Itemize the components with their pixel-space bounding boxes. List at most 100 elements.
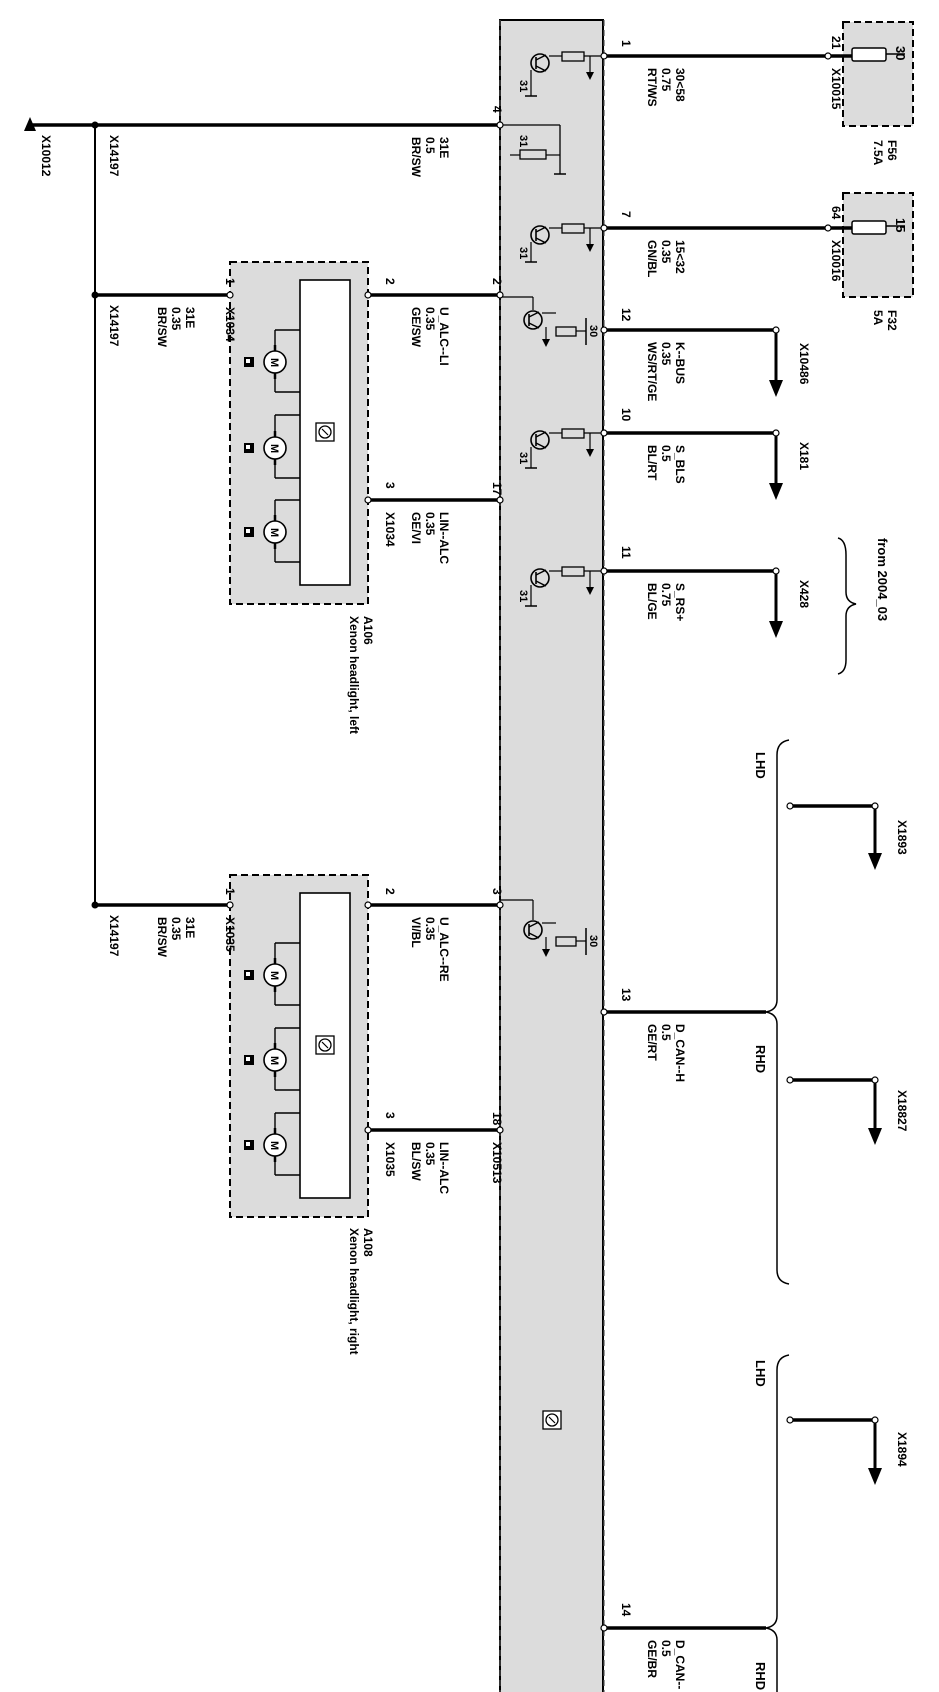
driver-pin3: 30 [500, 899, 599, 957]
fuse-f32-box [828, 192, 914, 298]
svg-text:0.5: 0.5 [659, 1024, 673, 1041]
svg-text:RT/WS: RT/WS [645, 68, 659, 107]
label-pin13: D_CAN--H 0.5 GE/RT [645, 1024, 687, 1082]
svg-text:31: 31 [517, 247, 529, 259]
svg-text:30: 30 [587, 325, 599, 337]
svg-text:GE/VI: GE/VI [409, 512, 423, 544]
svg-text:0.5: 0.5 [659, 1640, 673, 1657]
svg-text:GE/BR: GE/BR [645, 1640, 659, 1678]
svg-text:0.35: 0.35 [169, 307, 183, 331]
svg-text:0.35: 0.35 [423, 512, 437, 536]
label-pin14: D_CAN-- 0.5 GE/BR [645, 1640, 687, 1689]
driver-pin11: 31 [517, 566, 604, 607]
svg-text:0.35: 0.35 [423, 1142, 437, 1166]
svg-text:WS/RT/GE: WS/RT/GE [645, 342, 659, 401]
svg-text:0.35: 0.35 [169, 917, 183, 941]
control-module-box [499, 19, 604, 1692]
pin-11-number: 11 [619, 546, 633, 559]
bracket-lhd-rhd-2 [765, 1354, 790, 1692]
dest-bls: X181 [797, 442, 811, 470]
hl-right-pin3: 3 [383, 1112, 397, 1119]
lhd-label-1: LHD [753, 752, 768, 779]
svg-text:31E: 31E [183, 917, 197, 938]
headlight-right-unit [229, 874, 369, 1218]
lhd-label-2: LHD [753, 1360, 768, 1387]
ground-connector: X10012 [39, 135, 53, 177]
dest-lhd2: X1894 [895, 1432, 909, 1467]
svg-text:0.35: 0.35 [423, 307, 437, 331]
branch-rhd1 [790, 1078, 882, 1145]
svg-text:BR/SW: BR/SW [409, 137, 423, 178]
fuse-f32-connector: X10016 [829, 240, 843, 282]
svg-text:BR/SW: BR/SW [155, 307, 169, 348]
svg-text:31: 31 [517, 452, 529, 464]
svg-text:K--BUS: K--BUS [673, 342, 687, 384]
pin-18-number: 18 [490, 1112, 504, 1126]
svg-text:BL/SW: BL/SW [409, 1142, 423, 1181]
branch-lhd1 [790, 804, 882, 870]
arrow-bls [769, 433, 783, 500]
svg-text:30: 30 [587, 935, 599, 947]
fuse-f56-name: F56 [885, 140, 899, 161]
motor-labels: M M M M M M [268, 358, 280, 1150]
svg-text:0.35: 0.35 [659, 240, 673, 264]
svg-text:GE/RT: GE/RT [645, 1024, 659, 1061]
hl-right-connector-b: X1035 [383, 1142, 397, 1177]
label-lin-left: LIN--ALC 0.35 GE/VI [409, 512, 451, 564]
fuse-f56-rating: 7.5A [871, 140, 885, 166]
hl-left-name: Xenon headlight, left [347, 616, 361, 734]
svg-text:U_ALC--LI: U_ALC--LI [437, 307, 451, 366]
fuse-f56-terminal: 30 [893, 46, 908, 60]
pin-13-number: 13 [619, 988, 633, 1002]
splice-mid: X14197 [107, 305, 121, 347]
svg-text:LIN--ALC: LIN--ALC [437, 1142, 451, 1194]
label-alc-re: U_ALC--RE 0.35 VI/BL [409, 917, 451, 982]
svg-text:M: M [268, 444, 280, 453]
svg-text:D_CAN--H: D_CAN--H [673, 1024, 687, 1082]
hl-left-pin3: 3 [383, 482, 397, 489]
dest-kbus: X10486 [797, 343, 811, 385]
hl-left-pin2: 2 [383, 278, 397, 285]
svg-text:GE/SW: GE/SW [409, 307, 423, 348]
svg-text:0.75: 0.75 [659, 68, 673, 92]
driver-pin2: 30 [500, 296, 599, 347]
svg-text:M: M [268, 1141, 280, 1150]
svg-text:BR/SW: BR/SW [155, 917, 169, 958]
pin-7-number: 7 [619, 211, 633, 218]
label-gnd-right: 31E 0.35 BR/SW [155, 917, 197, 958]
label-pin1: 30<58 0.75 RT/WS [645, 68, 687, 107]
arrow-kbus [769, 330, 783, 397]
pin-1-number: 1 [619, 40, 633, 47]
label-alc-li: U_ALC--LI 0.35 GE/SW [409, 307, 451, 366]
label-pin7: 15<32 0.35 GN/BL [645, 240, 687, 277]
hl-right-connector-a: X1035 [223, 917, 237, 952]
svg-text:VI/BL: VI/BL [409, 917, 423, 948]
svg-text:31: 31 [517, 135, 529, 147]
rhd-label-2: RHD [753, 1662, 768, 1690]
svg-text:M: M [268, 528, 280, 537]
driver-pin4: 31 [500, 124, 566, 175]
ground-31-label: 31 [517, 80, 529, 92]
svg-text:0.5: 0.5 [423, 137, 437, 154]
hl-right-pin1: 1 [223, 888, 237, 895]
label-pin4: 31E 0.5 BR/SW [409, 137, 451, 178]
svg-text:LIN--ALC: LIN--ALC [437, 512, 451, 564]
pin-10-number: 10 [619, 408, 633, 422]
fuse-f32-name: F32 [885, 310, 899, 331]
pin-12-number: 12 [619, 308, 633, 322]
hl-right-pin2: 2 [383, 888, 397, 895]
fuse-f56-pin: 21 [829, 36, 843, 50]
svg-text:31E: 31E [183, 307, 197, 328]
hl-left-connector-a: X1034 [223, 307, 237, 342]
pin-4-number: 4 [490, 106, 504, 113]
hl-left-id: A106 [361, 616, 375, 645]
svg-text:U_ALC--RE: U_ALC--RE [437, 917, 451, 982]
hl-right-name: Xenon headlight, right [347, 1228, 361, 1355]
fuse-f32-terminal: 15 [893, 218, 908, 232]
label-lin-right: LIN--ALC 0.35 BL/SW [409, 1142, 451, 1194]
svg-text:0.35: 0.35 [423, 917, 437, 941]
svg-text:31: 31 [517, 590, 529, 602]
fuse-f56-connector: X10015 [829, 68, 843, 110]
